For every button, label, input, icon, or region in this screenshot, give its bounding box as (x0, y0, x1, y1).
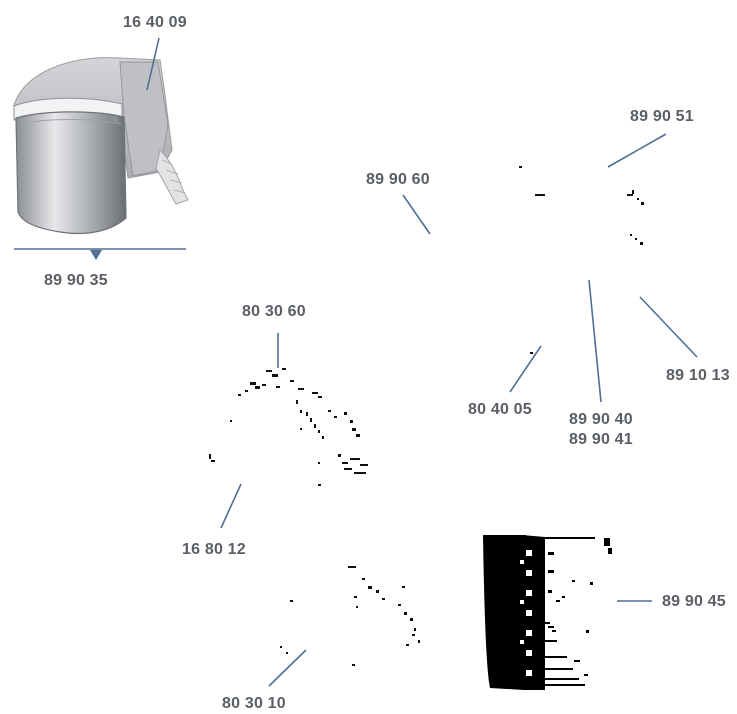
leader-line-top-right (607, 133, 667, 168)
part-label-filter: 89 90 40 89 90 41 (569, 410, 633, 450)
part-label-cradle-pad: 80 40 05 (468, 400, 532, 420)
part-label-mid-top: 89 90 60 (366, 170, 430, 190)
part-label-top-right: 89 90 51 (630, 107, 694, 127)
leader-line-liner (268, 649, 307, 687)
part-number-face-seal: 16 80 12 (182, 541, 246, 558)
part-label-band: 89 10 13 (666, 366, 730, 386)
part-number-headband: 89 90 35 (44, 272, 108, 289)
part-label-helmet: 16 40 09 (123, 13, 187, 33)
part-number-helmet: 16 40 09 (123, 14, 187, 31)
leader-lines (146, 37, 698, 687)
part-number-band: 89 10 13 (666, 367, 730, 384)
leader-line-mid-top (402, 194, 431, 235)
cartridge-artwork (483, 535, 612, 690)
part-number-filter-b: 89 90 41 (569, 431, 633, 448)
helmet-illustration (13, 57, 189, 235)
leader-line-filter (588, 279, 602, 403)
leader-line-face-seal (220, 483, 242, 529)
part-label-crown-strap: 80 30 60 (242, 302, 306, 322)
part-number-liner: 80 30 10 (222, 695, 286, 712)
assembly-artwork-liner (280, 566, 420, 666)
part-number-cradle-pad: 80 40 05 (468, 401, 532, 418)
part-label-face-seal: 16 80 12 (182, 540, 246, 560)
part-number-top-right: 89 90 51 (630, 108, 694, 125)
assembly-artwork-upper-right (519, 166, 644, 354)
part-label-liner: 80 30 10 (222, 694, 286, 714)
part-label-cartridge: 89 90 45 (662, 592, 726, 612)
part-number-crown-strap: 80 30 60 (242, 303, 306, 320)
assembly-artwork-crown (209, 368, 368, 486)
part-number-filter-a: 89 90 40 (569, 411, 633, 428)
headband-indicator (14, 248, 186, 260)
leader-line-cradle-pad (509, 345, 542, 393)
part-label-headband: 89 90 35 (44, 271, 108, 291)
leader-line-helmet (146, 37, 160, 91)
leader-line-band (639, 296, 698, 358)
part-number-mid-top: 89 90 60 (366, 171, 430, 188)
part-number-cartridge: 89 90 45 (662, 593, 726, 610)
